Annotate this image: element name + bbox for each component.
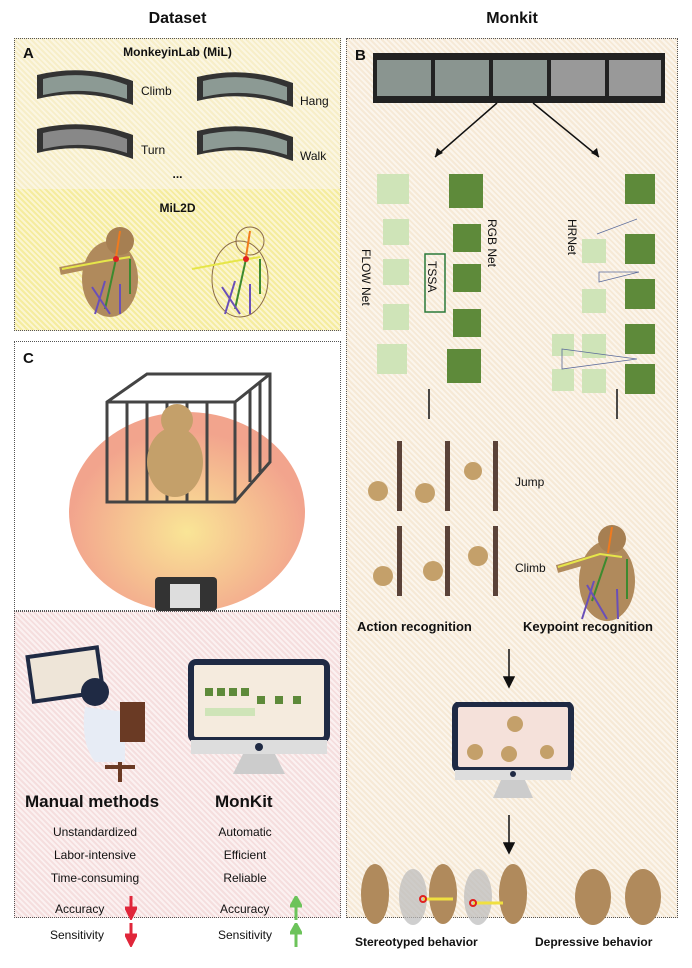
panel-b-letter: B — [355, 47, 366, 64]
manual-sensitivity-label: Sensitivity — [50, 928, 105, 942]
mil-title: MonkeyinLab (MiL) — [123, 45, 232, 59]
down-arrow-1 — [503, 649, 515, 689]
panel-a-dataset: A MonkeyinLab (MiL) Climb Hang Turn Walk… — [14, 38, 341, 331]
keypoint-recognition-heading: Keypoint recognition — [523, 619, 653, 634]
stereotyped-behavior-label: Stereotyped behavior — [355, 935, 478, 949]
results-monitor-icon — [452, 702, 574, 798]
split-arrows — [434, 102, 600, 158]
up-arrow-icon — [290, 896, 302, 920]
network-architecture — [377, 174, 655, 419]
panel-c-setup: C — [14, 341, 341, 612]
action-label-jump: Jump — [515, 475, 545, 489]
mil2d-section — [15, 189, 340, 330]
tssa-label: TSSA — [425, 261, 439, 293]
mil2d-title: MiL2D — [159, 201, 196, 215]
film-strip-walk — [197, 126, 293, 161]
film-strip-hang — [197, 72, 293, 107]
manual-researcher-illustration — [25, 645, 145, 782]
video-film-strip — [373, 53, 665, 103]
down-arrow-2 — [503, 815, 515, 855]
manual-item: Time-consuming — [50, 871, 140, 885]
monkit-item: Efficient — [223, 848, 267, 862]
clip-label-hang: Hang — [300, 94, 329, 108]
down-arrow-icon — [125, 923, 137, 947]
manual-item: Unstandardized — [52, 825, 138, 839]
clip-label-climb: Climb — [141, 84, 172, 98]
clip-label-walk: Walk — [300, 149, 327, 163]
film-strip-climb — [37, 70, 133, 105]
dataset-column-title: Dataset — [148, 10, 207, 27]
annotated-monkey-outline — [191, 226, 269, 318]
manual-accuracy-label: Accuracy — [55, 902, 105, 916]
tssa-box — [424, 253, 446, 313]
panel-b-monkit: B FLOW Net TSSA RGB Net HRNet Jump Climb — [346, 38, 678, 949]
clip-label-turn: Turn — [141, 143, 166, 157]
monkey-in-cage — [147, 427, 203, 497]
monkit-column-title: Monkit — [486, 10, 538, 27]
flow-net-label: FLOW Net — [359, 249, 373, 306]
panel-a-letter: A — [23, 45, 34, 62]
action-recognition-heading: Action recognition — [357, 619, 472, 634]
flow-net-blocks — [377, 174, 409, 374]
behavior-poses — [361, 864, 661, 925]
up-arrow-icon — [290, 923, 302, 947]
rgb-net-blocks — [447, 174, 483, 383]
cage-camera-illustration — [69, 372, 305, 612]
more-clips-ellipsis: ... — [172, 167, 183, 181]
down-arrow-icon — [125, 896, 137, 920]
keypoint-monkey — [555, 525, 635, 621]
manual-methods-title: Manual methods — [25, 792, 160, 811]
manual-item: Labor-intensive — [53, 848, 137, 862]
action-frames — [368, 441, 498, 596]
panel-c-letter: C — [23, 350, 34, 367]
rgb-net-label: RGB Net — [485, 219, 499, 268]
monkit-sensitivity-label: Sensitivity — [218, 928, 273, 942]
depressive-behavior-label: Depressive behavior — [535, 935, 653, 949]
monkit-item: Reliable — [223, 871, 267, 885]
monkit-monitor-icon — [188, 659, 330, 774]
monkit-title: MonKit — [215, 792, 273, 811]
annotated-monkey-colored — [59, 227, 138, 317]
hrnet-blocks — [625, 174, 655, 394]
monkit-item: Automatic — [218, 825, 272, 839]
monkit-accuracy-label: Accuracy — [220, 902, 270, 916]
panel-d-comparison: Manual methods MonKit Unstandardized Lab… — [14, 611, 341, 947]
cage-icon — [105, 372, 272, 504]
film-strip-turn — [37, 124, 133, 159]
hrnet-label: HRNet — [565, 219, 579, 256]
action-label-climb: Climb — [515, 561, 546, 575]
